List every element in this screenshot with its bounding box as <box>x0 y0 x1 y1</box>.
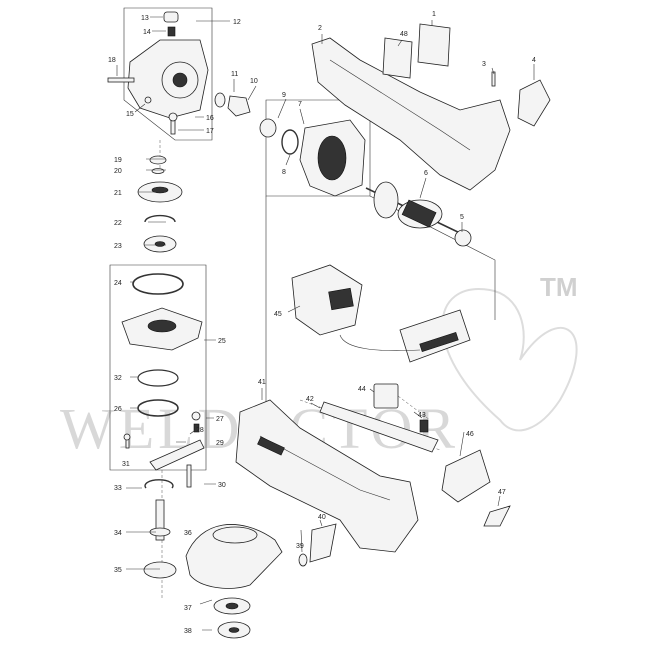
housing-screw <box>107 77 135 83</box>
cap-40 <box>309 523 337 563</box>
part-label-8: 8 <box>282 169 286 176</box>
part-label-1: 1 <box>432 11 436 18</box>
o-ring <box>281 129 299 155</box>
part-label-16: 16 <box>206 115 214 122</box>
watermark-tm: TM <box>540 272 578 302</box>
wheel-guard <box>185 524 283 589</box>
main-housing-body <box>235 399 419 553</box>
armature-bearing <box>454 229 472 247</box>
switch-44 <box>373 383 399 409</box>
part-label-37: 37 <box>184 605 192 612</box>
part-label-18: 18 <box>108 57 116 64</box>
controller-wire <box>339 334 421 351</box>
spindle-parts <box>137 155 183 253</box>
switch-lever <box>319 401 439 453</box>
label-1 <box>417 23 451 67</box>
controller <box>291 264 471 363</box>
spindle-and-flanges <box>143 479 283 639</box>
part-label-20: 20 <box>114 168 122 175</box>
switch-guide <box>299 389 441 451</box>
armature-fan <box>373 181 399 219</box>
part-label-29: 29 <box>216 440 224 447</box>
part-label-10: 10 <box>250 78 258 85</box>
label-47 <box>483 505 511 527</box>
stator-parts <box>214 92 366 197</box>
part-label-21: 21 <box>114 190 122 197</box>
part-label-11: 11 <box>231 71 238 78</box>
part-label-40: 40 <box>318 514 326 521</box>
cap-39 <box>298 553 308 567</box>
fan-nut <box>227 95 251 117</box>
part-label-3: 3 <box>482 61 486 68</box>
part-label-28: 28 <box>196 427 204 434</box>
part-label-6: 6 <box>424 170 428 177</box>
flange-screw <box>186 464 192 488</box>
armature <box>365 181 472 247</box>
side-cover <box>441 449 491 503</box>
part-label-42: 42 <box>306 396 314 403</box>
motor-housing-body <box>311 37 511 191</box>
main-housing <box>235 399 419 567</box>
part-label-25: 25 <box>218 338 226 345</box>
part-label-17: 17 <box>206 128 214 135</box>
part-label-24: 24 <box>114 280 122 287</box>
spindle <box>155 499 165 541</box>
part-label-44: 44 <box>358 386 366 393</box>
part-label-26: 26 <box>114 406 122 413</box>
part-label-34: 34 <box>114 530 122 537</box>
housing-screw-3 <box>491 71 496 87</box>
compression-spring <box>419 419 429 433</box>
part-label-30: 30 <box>218 482 226 489</box>
part-number-labels: 1 2 3 4 5 6 7 8 9 10 11 12 13 14 15 16 1… <box>108 11 536 635</box>
part-label-39: 39 <box>296 543 304 550</box>
part-label-43: 43 <box>418 412 426 419</box>
part-label-7: 7 <box>298 101 302 108</box>
part-label-36: 36 <box>184 530 192 537</box>
watermark-heart-outline <box>441 288 578 432</box>
controller-board <box>399 309 471 363</box>
bearing-9 <box>259 118 277 138</box>
part-label-13: 13 <box>141 15 149 22</box>
motor-housing <box>311 23 551 191</box>
gear-housing-box <box>123 7 213 141</box>
gear-housing <box>107 11 209 135</box>
label-48 <box>382 37 413 79</box>
lock-button <box>163 11 179 23</box>
wheel-flange <box>143 561 177 579</box>
part-label-46: 46 <box>466 431 474 438</box>
circlip <box>144 479 174 489</box>
part-label-47: 47 <box>498 489 506 496</box>
part-label-2: 2 <box>318 25 322 32</box>
part-label-15: 15 <box>126 111 134 118</box>
part-label-22: 22 <box>114 220 122 227</box>
leader-lines <box>116 16 535 631</box>
part-label-5: 5 <box>460 214 464 221</box>
part-label-48: 48 <box>400 31 408 38</box>
part-label-35: 35 <box>114 567 122 574</box>
part-label-38: 38 <box>184 628 192 635</box>
controller-body <box>291 264 363 336</box>
part-label-33: 33 <box>114 485 122 492</box>
part-label-9: 9 <box>282 92 286 99</box>
part-label-27: 27 <box>216 416 224 423</box>
part-label-4: 4 <box>532 57 536 64</box>
part-label-14: 14 <box>143 29 151 36</box>
part-label-32: 32 <box>114 375 122 382</box>
shaft-lock <box>149 439 205 471</box>
retaining-ring <box>144 214 176 223</box>
part-label-41: 41 <box>258 379 266 386</box>
bearing-box <box>109 264 207 471</box>
spring <box>167 26 176 37</box>
part-label-12: 12 <box>233 19 241 26</box>
part-label-45: 45 <box>274 311 282 318</box>
part-label-19: 19 <box>114 157 122 164</box>
part-label-23: 23 <box>114 243 122 250</box>
end-cover <box>517 79 551 127</box>
part-label-31: 31 <box>122 461 130 468</box>
switch-parts <box>319 383 511 527</box>
